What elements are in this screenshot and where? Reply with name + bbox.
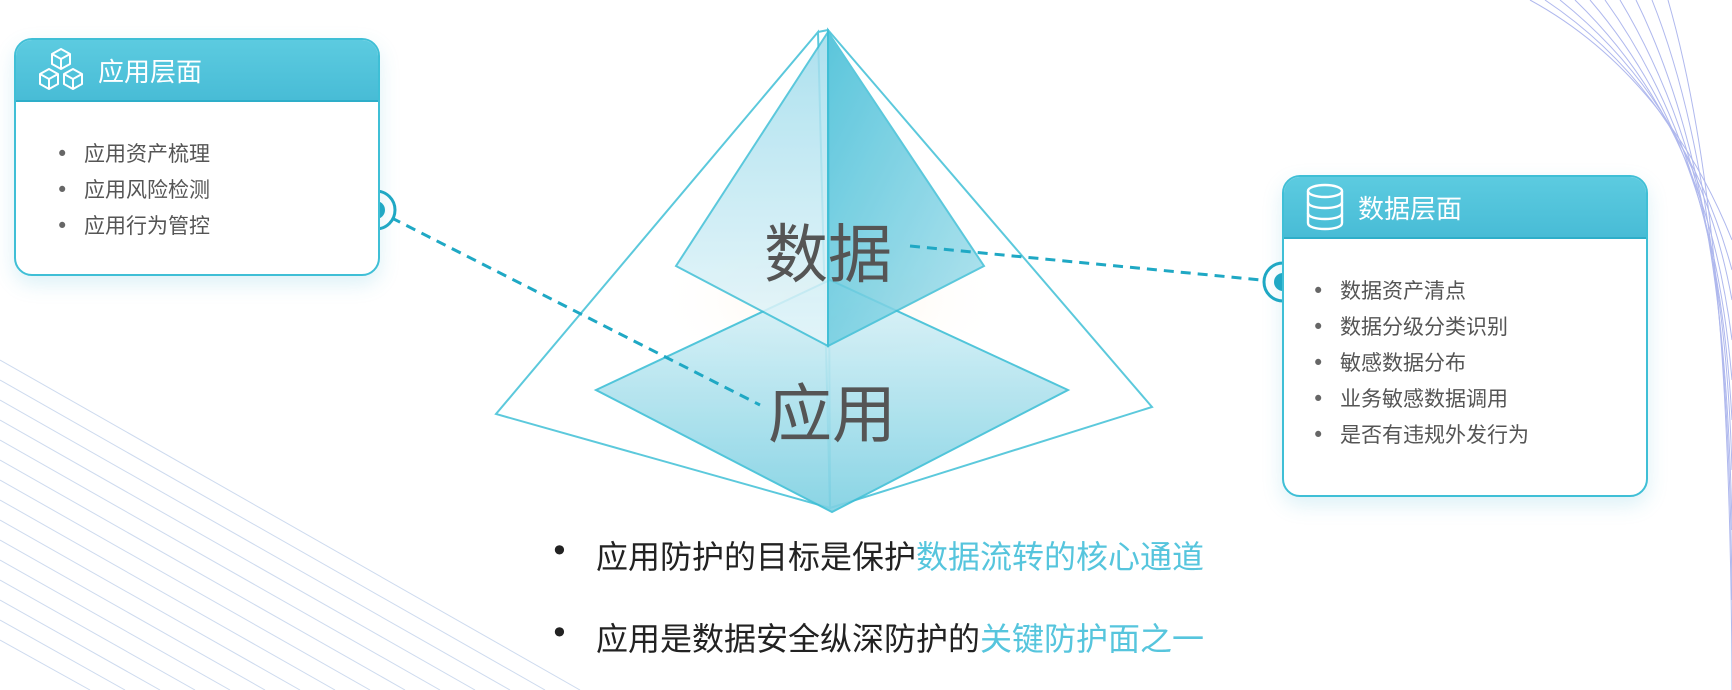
pyramid-bottom-label: 应用 — [768, 379, 896, 453]
list-item: 应用风险检测 — [56, 172, 378, 208]
data-layer-card-title: 数据层面 — [1358, 194, 1463, 225]
data-layer-card-header: 数据层面 — [1284, 177, 1646, 239]
app-layer-card-title: 应用层面 — [98, 57, 203, 88]
summary-text: 应用防护的目标是保护 — [596, 538, 917, 576]
database-icon — [1306, 183, 1344, 231]
data-layer-card: 数据层面 数据资产清点 数据分级分类识别 敏感数据分布 业务敏感数据调用 是否有… — [1282, 175, 1648, 497]
connector-data — [909, 244, 1283, 284]
decorative-waves-right — [1529, 0, 1732, 690]
list-item: 数据分级分类识别 — [1312, 309, 1646, 345]
summary-highlight: 关键防护面之一 — [980, 620, 1205, 658]
app-layer-list: 应用资产梳理 应用风险检测 应用行为管控 — [56, 136, 378, 244]
list-item: 是否有违规外发行为 — [1312, 417, 1646, 453]
summary-highlight: 数据流转的核心通道 — [916, 538, 1205, 576]
list-item: 应用行为管控 — [56, 208, 378, 244]
list-item: 业务敏感数据调用 — [1312, 381, 1646, 417]
pyramid-top-right-face — [827, 28, 986, 348]
pyramid-base-diamond — [593, 278, 1071, 514]
data-layer-list: 数据资产清点 数据分级分类识别 敏感数据分布 业务敏感数据调用 是否有违规外发行… — [1312, 273, 1646, 453]
summary-text: 应用是数据安全纵深防护的 — [596, 620, 981, 658]
bullet-dot: • — [550, 532, 569, 570]
cubes-icon — [39, 48, 83, 90]
list-item: 数据资产清点 — [1312, 273, 1646, 309]
list-item: 应用资产梳理 — [56, 136, 378, 172]
connector-app — [375, 208, 761, 407]
app-layer-card: 应用层面 应用资产梳理 应用风险检测 应用行为管控 — [14, 38, 380, 276]
bullet-dot: • — [550, 614, 569, 652]
decorative-lines-left — [0, 359, 581, 690]
pyramid-top-label: 数据 — [764, 219, 892, 293]
list-item: 敏感数据分布 — [1312, 345, 1646, 381]
app-layer-card-header: 应用层面 — [16, 40, 378, 102]
